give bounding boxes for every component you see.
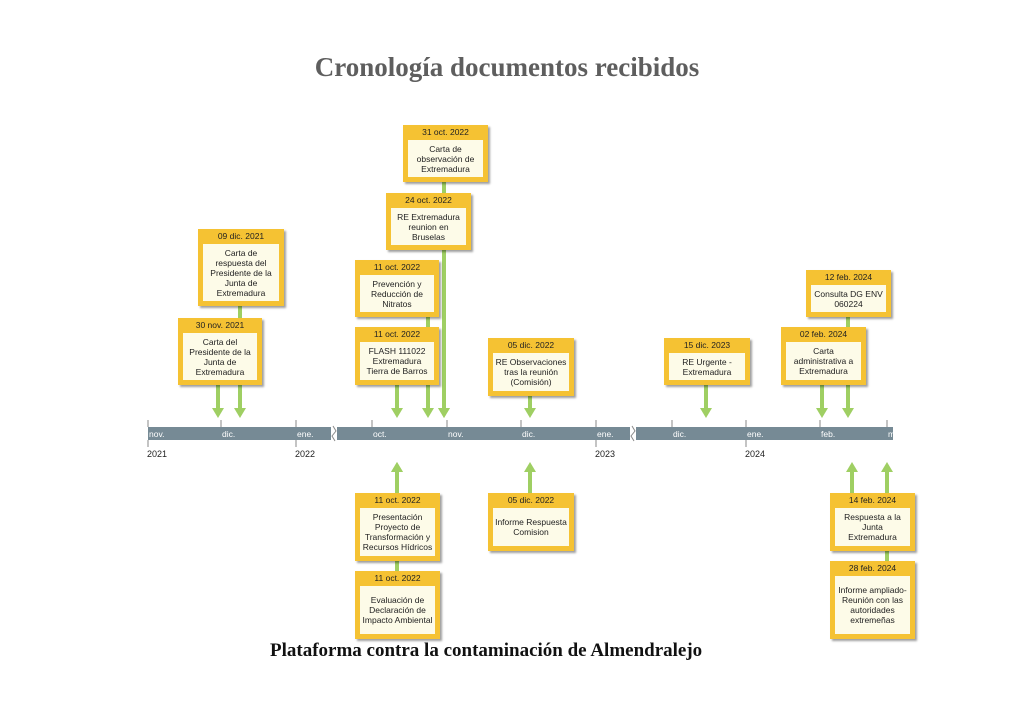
month-label: nov. — [149, 429, 164, 439]
event-description: Consulta DG ENV 060224 — [811, 285, 886, 312]
event-date: 24 oct. 2022 — [386, 193, 471, 209]
event-date: 11 oct. 2022 — [355, 260, 439, 276]
month-label: ene. — [297, 429, 314, 439]
arrow-head — [391, 462, 403, 472]
arrow-head — [700, 408, 712, 418]
arrow-head — [422, 408, 434, 418]
event-date: 02 feb. 2024 — [781, 327, 866, 343]
year-label: 2023 — [595, 449, 615, 459]
month-label: ene. — [747, 429, 764, 439]
event-description: Informe ampliado-Reunión con las autorid… — [835, 576, 910, 634]
axis-bar — [148, 427, 893, 440]
footer-organization: Plataforma contra la contaminación de Al… — [270, 640, 703, 661]
event-date: 14 feb. 2024 — [830, 493, 915, 509]
arrow-head — [438, 408, 450, 418]
timeline-axis: nov. dic. ene. oct. nov. dic. ene. dic. ene. feb.… — [147, 420, 905, 459]
event-date: 09 dic. 2021 — [198, 229, 284, 245]
event-date: 11 oct. 2022 — [355, 493, 440, 509]
month-label: mar. — [888, 429, 905, 439]
event-date: 05 dic. 2022 — [488, 338, 574, 354]
arrow-head — [846, 462, 858, 472]
month-label: dic. — [522, 429, 535, 439]
arrow-head — [524, 408, 536, 418]
event-description: Carta de observación de Extremadura — [408, 140, 483, 177]
month-label: feb. — [821, 429, 835, 439]
arrow-head — [234, 408, 246, 418]
month-label: dic. — [673, 429, 686, 439]
event-description: Carta administrativa a Extremadura — [786, 342, 861, 380]
axis-break-icon — [331, 425, 337, 442]
month-label: oct. — [373, 429, 387, 439]
arrow-stem — [442, 182, 446, 408]
event-date: 30 nov. 2021 — [178, 318, 262, 334]
year-label: 2024 — [745, 449, 765, 459]
event-description: Prevención y Reducción de Nitratos — [360, 275, 434, 312]
arrow-stem — [395, 385, 399, 408]
month-label: ene. — [597, 429, 614, 439]
arrow-stem — [704, 385, 708, 408]
axis-break-icon — [630, 425, 636, 442]
month-label: dic. — [222, 429, 235, 439]
event-description: Carta del Presidente de la Junta de Extr… — [183, 333, 257, 380]
event-description: RE Observaciones tras la reunión (Comisi… — [493, 353, 569, 391]
arrow-head — [881, 462, 893, 472]
arrow-head — [212, 408, 224, 418]
event-description: Evaluación de Declaración de Impacto Amb… — [360, 586, 435, 634]
page-title: Cronología documentos recibidos — [314, 52, 700, 82]
event-date: 11 oct. 2022 — [355, 327, 439, 343]
event-description: FLASH 111022 Extremadura Tierra de Barro… — [360, 342, 434, 380]
event-date: 11 oct. 2022 — [355, 571, 440, 587]
event-date: 31 oct. 2022 — [403, 125, 488, 141]
month-label: nov. — [448, 429, 463, 439]
event-date: 15 dic. 2023 — [664, 338, 750, 354]
event-description: Informe Respuesta Comision — [493, 508, 569, 546]
year-label: 2022 — [295, 449, 315, 459]
arrow-head — [842, 408, 854, 418]
arrow-stem — [820, 385, 824, 408]
event-date: 28 feb. 2024 — [830, 561, 915, 577]
event-description: Respuesta a la Junta Extremadura — [835, 508, 910, 546]
year-label: 2021 — [147, 449, 167, 459]
arrow-stem — [216, 385, 220, 408]
arrow-head — [524, 462, 536, 472]
event-description: RE Extremadura reunion en Bruselas — [391, 208, 466, 245]
event-date: 05 dic. 2022 — [488, 493, 574, 509]
arrow-head — [816, 408, 828, 418]
event-description: Presentación Proyecto de Transformación … — [360, 508, 435, 556]
arrow-stem — [528, 472, 532, 493]
event-description: RE Urgente - Extremadura — [669, 353, 745, 380]
event-date: 12 feb. 2024 — [806, 270, 891, 286]
arrow-stem — [528, 396, 532, 408]
arrow-stem — [850, 472, 854, 493]
arrow-head — [391, 408, 403, 418]
event-description: Carta de respuesta del Presidente de la … — [203, 244, 279, 301]
